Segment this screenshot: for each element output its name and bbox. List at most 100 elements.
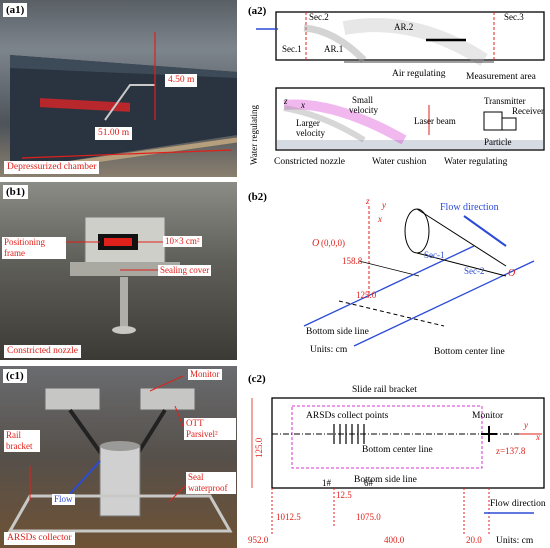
panel-c2-tag: (c2) — [248, 373, 266, 385]
ar2-spray — [342, 18, 488, 66]
a2-x-axis: x — [300, 100, 305, 110]
height-label: 4.50 m — [165, 74, 198, 87]
b2-units-label: Units: cm — [310, 345, 348, 355]
b2-o-label: O — [508, 268, 515, 279]
dim-12-5: 12.5 — [336, 490, 352, 500]
a2-z-axis: z — [283, 96, 288, 106]
panel-a1-photo: (a1) 4.50 m 51.00 m Depressurized chambe… — [0, 0, 237, 177]
length-arrow — [21, 149, 233, 159]
sec3-label: Sec.3 — [504, 12, 524, 22]
dim-952-0: 952.0 — [248, 535, 269, 545]
point-1: 1# — [322, 478, 332, 488]
length-label: 51.00 m — [95, 127, 133, 140]
dim-20-0: 20.0 — [466, 535, 482, 545]
arsds-label: ARSDs collect points — [306, 411, 389, 421]
c2-x-axis: x — [535, 432, 540, 442]
small-velocity-label: velocity — [349, 105, 378, 115]
ar2-label: AR.2 — [394, 22, 413, 32]
sec2-label: Sec.2 — [309, 12, 329, 22]
dim-158-8: 158.8 — [342, 256, 363, 266]
water-regulating-vertical-label: Water regulating — [249, 105, 259, 165]
flow-label: Flow — [52, 494, 75, 505]
laser-beam-label: Laser beam — [414, 116, 456, 126]
panel-c2-plan: (c2) Slide rail bracket ARSDs collect po… — [248, 373, 546, 546]
b2-sec2-label: Sec-2 — [464, 266, 485, 276]
cone-top — [416, 208, 507, 267]
area-label: 10×3 cm² — [163, 236, 202, 247]
dim-1012-5: 1012.5 — [276, 512, 301, 522]
center-dash — [338, 300, 445, 327]
dim-125-0: 125.0 — [356, 290, 377, 300]
chamber-outline-top — [275, 11, 545, 61]
receiver-label: Receiver — [512, 106, 544, 116]
spray-large — [283, 105, 366, 143]
chamber-illustration — [9, 32, 237, 175]
point-6: 6# — [364, 478, 374, 488]
bottom-side-line-mark — [303, 245, 475, 327]
ott-parsivel-label: OTT Parsivel² — [184, 418, 236, 440]
b2-x-axis: x — [377, 214, 382, 224]
panel-c1-caption: ARSDs collector — [4, 532, 75, 545]
origin-line — [358, 260, 420, 277]
c2-side-line-label: Bottom side line — [354, 475, 417, 485]
z-value: z=137.8 — [496, 446, 526, 456]
origin-o-label: O — [312, 238, 319, 249]
b2-sec1-label: Sec-1 — [424, 250, 445, 260]
b2-z-axis: z — [365, 196, 370, 206]
receiver-box — [501, 117, 517, 131]
seal-waterproof-label: Seal waterproof — [186, 472, 236, 494]
particle-label: Particle — [484, 137, 512, 147]
ar1-spray — [303, 24, 367, 63]
air-regulating-label: Air regulating — [392, 69, 446, 79]
collector-illustration — [7, 375, 233, 533]
constricted-nozzle-label: Constricted nozzle — [274, 157, 345, 167]
nozzle-ellipse — [404, 208, 430, 254]
panel-b1-photo: (b1) Positioning frame 10×3 cm² Sealing … — [0, 182, 237, 360]
flow-direction-arrow — [463, 215, 507, 247]
panel-a1-caption: Depressurized chamber — [4, 161, 100, 174]
rail-bracket-label: Rail bracket — [4, 430, 40, 452]
panel-b1-tag: (b1) — [3, 185, 28, 199]
ar1-label: AR.1 — [324, 44, 343, 54]
panel-b2-schematic: (b2) O (0,0,0) z y x Flow direction Sec-… — [248, 191, 535, 357]
panel-b1-caption: Constricted nozzle — [4, 345, 81, 358]
sealing-cover-label: Sealing cover — [158, 265, 212, 276]
panel-a2-tag: (a2) — [248, 5, 267, 17]
c2-units-label: Units: cm — [496, 536, 534, 546]
bottom-center-line-label: Bottom center line — [434, 347, 505, 357]
chamber-outline-bottom — [275, 87, 545, 151]
channel-outline — [271, 397, 545, 489]
panel-a2-schematic: (a2) Sec.1 Sec.2 Sec.3 AR.1 AR.2 Air reg… — [248, 5, 545, 167]
water-cushion-label: Water cushion — [372, 157, 427, 167]
small-label: Small — [352, 95, 374, 105]
sec1-label: Sec.1 — [282, 44, 302, 54]
panel-c1-tag: (c1) — [3, 369, 27, 383]
c2-center-line-label: Bottom center line — [362, 445, 433, 455]
c2-y-axis: y — [523, 420, 528, 430]
panel-b2-tag: (b2) — [248, 191, 267, 203]
panel-c1-photo: (c1) Monitor OTT Parsivel² Rail bracket … — [0, 366, 237, 548]
water-regulating-label: Water regulating — [444, 157, 508, 167]
larger-velocity-label: velocity — [296, 128, 325, 138]
c2-flow-direction-label: Flow direction — [490, 499, 546, 509]
nozzle-illustration — [60, 216, 180, 334]
dim-400-0: 400.0 — [384, 535, 405, 545]
measurement-area-label: Measurement area — [466, 72, 537, 82]
cone-bottom — [416, 252, 507, 277]
monitor-label: Monitor — [188, 369, 222, 380]
larger-label: Larger — [296, 118, 320, 128]
c2-dim-125: 125.0 — [254, 437, 264, 458]
flow-direction-label: Flow direction — [440, 202, 499, 213]
transmitter-box — [483, 111, 503, 131]
panel-a1-tag: (a1) — [3, 3, 28, 17]
dim-1075-0: 1075.0 — [356, 512, 381, 522]
c2-monitor-label: Monitor — [472, 411, 504, 421]
slide-rail-label: Slide rail bracket — [352, 385, 417, 395]
spray-small — [283, 99, 407, 145]
bottom-side-line-label: Bottom side line — [306, 327, 369, 337]
slide-rail-box — [291, 405, 483, 469]
bottom-center-line-mark — [353, 260, 535, 347]
positioning-frame-label: Positioning frame — [2, 237, 66, 259]
water-cushion — [277, 140, 543, 149]
transmitter-label: Transmitter — [484, 96, 526, 106]
